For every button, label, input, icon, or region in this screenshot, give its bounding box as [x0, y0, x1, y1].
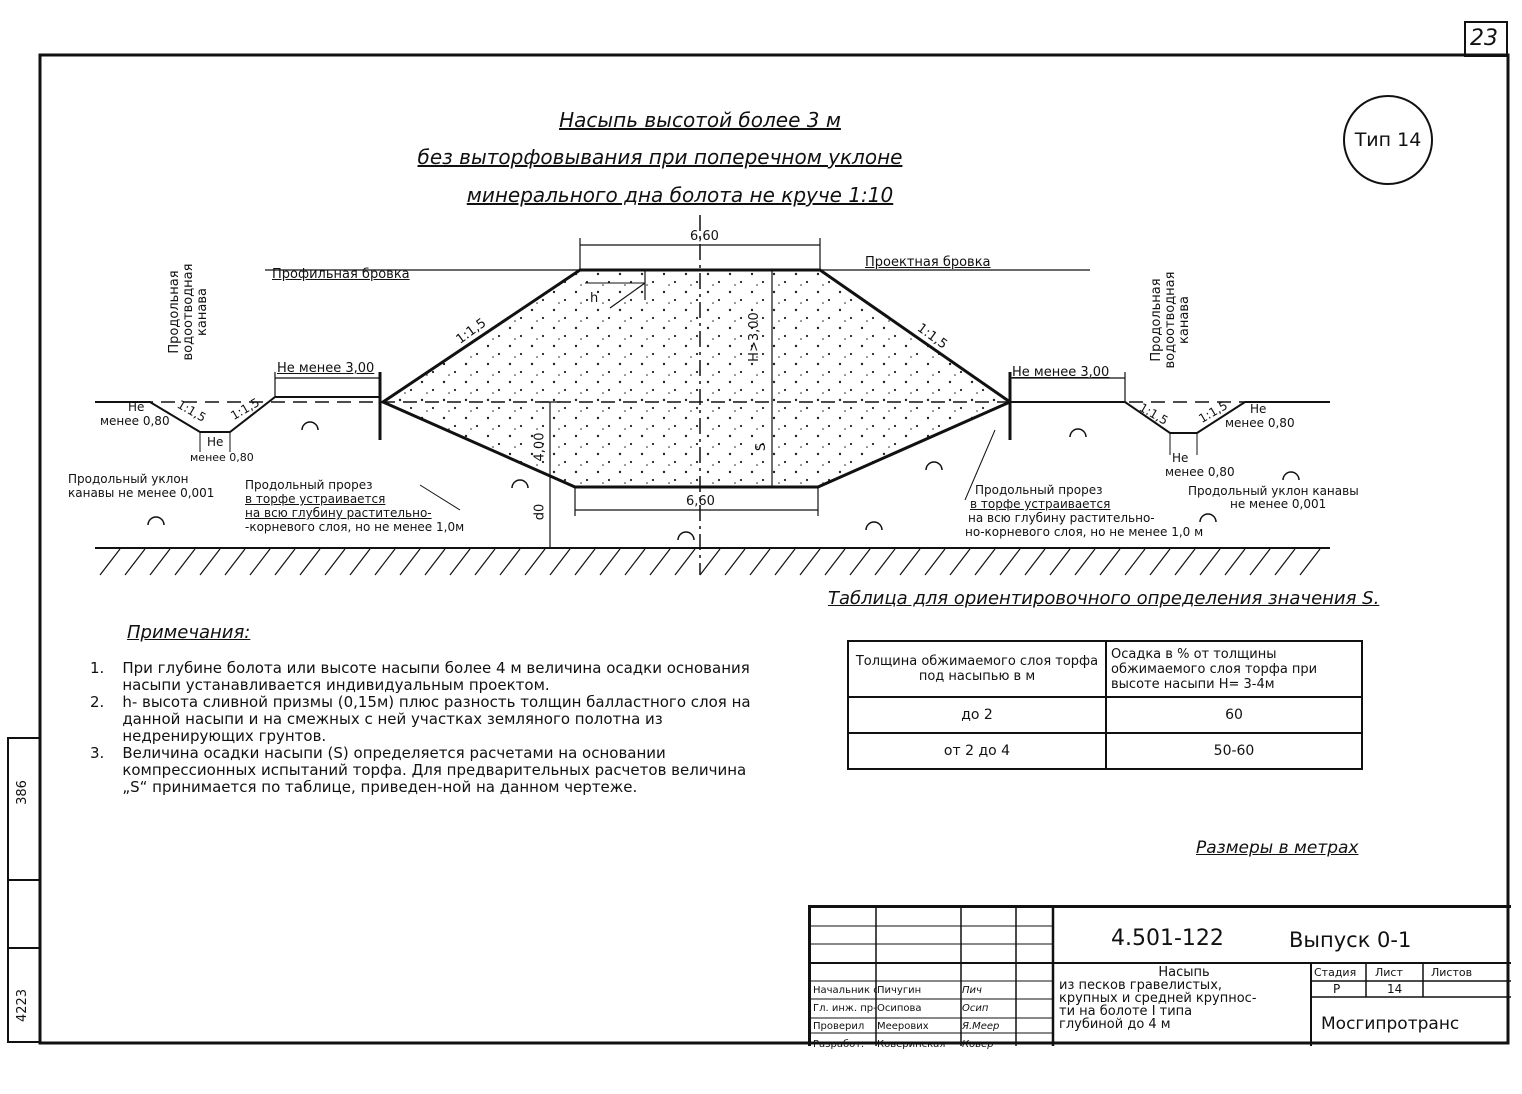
- cut-right-2: в торфе устраивается: [970, 497, 1111, 511]
- cut-right-3: на всю глубину растительно-: [968, 511, 1155, 525]
- type-badge: Тип 14: [1343, 95, 1433, 185]
- note-number: 1.: [90, 659, 105, 677]
- staff-role: Проверил: [813, 1021, 865, 1032]
- s-table: Толщина обжимаемого слоя торфа под насып…: [847, 640, 1363, 770]
- cut-left-1: Продольный прорез: [245, 478, 373, 492]
- slope-left-text-1: Продольный уклон: [68, 472, 189, 486]
- staff-role: Гл. инж. пр-та: [813, 1003, 877, 1014]
- dim-left-depth: 4,00: [532, 432, 548, 462]
- sheets-header: Листов: [1431, 966, 1473, 979]
- note-number: 2.: [90, 693, 105, 711]
- title-line-1: Насыпь высотой более 3 м: [559, 108, 841, 132]
- doc-issue: Выпуск 0-1: [1289, 928, 1412, 952]
- cut-right-4: но-корневого слоя, но не менее 1,0 м: [965, 525, 1204, 539]
- doc-name-line: глубиной до 4 м: [1059, 1017, 1171, 1032]
- staff-list: Начальник отдела Пичугин Пич Гл. инж. пр…: [813, 982, 1053, 1054]
- staff-name: Коверинская: [877, 1039, 946, 1050]
- ditch-left-depth-1: Не: [128, 400, 145, 414]
- note-text: h- высота сливной призмы (0,15м) плюс ра…: [122, 693, 751, 745]
- staff-row: Гл. инж. пр-та Осипова Осип: [813, 1000, 1053, 1018]
- staff-name: Осипова: [877, 1003, 922, 1014]
- embankment-body: [379, 268, 1014, 489]
- doc-name-line: Насыпь: [1158, 965, 1210, 980]
- staff-signature: Осип: [962, 1003, 989, 1014]
- table-cell: 60: [1105, 696, 1363, 734]
- design-edge-label: Проектная бровка: [865, 255, 991, 270]
- doc-name-line: ти на болоте I типа: [1059, 1004, 1193, 1019]
- s-table-caption: Таблица для ориентировочного определения…: [828, 588, 1380, 609]
- ditch-right-bottom-1: Не: [1172, 451, 1189, 465]
- dim-h-small: h: [590, 291, 599, 306]
- cut-right-1: Продольный прорез: [975, 483, 1103, 497]
- staff-signature: Я.Меер: [962, 1021, 1000, 1032]
- profile-edge-label: Профильная бровка: [272, 267, 410, 282]
- doc-name: Насыпь из песков гравелистых, крупных и …: [1059, 966, 1309, 1031]
- dim-bottom-width: 6,60: [686, 494, 715, 509]
- staff-row: Проверил Мееровиx Я.Меер: [813, 1018, 1053, 1036]
- doc-name-line: из песков гравелистых,: [1059, 978, 1223, 993]
- ditch-left-label: Продольная водоотводная канава: [167, 263, 210, 361]
- staff-role: Разработ.: [813, 1039, 865, 1050]
- title-line-2: без выторфовывания при поперечном уклоне: [417, 145, 903, 169]
- table-header-cell: Толщина обжимаемого слоя торфа под насып…: [847, 640, 1107, 698]
- table-cell: от 2 до 4: [847, 732, 1107, 770]
- note-text: Величина осадки насыпи (S) определяется …: [122, 744, 747, 796]
- staff-signature: Ковер: [962, 1039, 994, 1050]
- dim-height: H>3,00: [746, 312, 762, 362]
- staff-name: Пичугин: [877, 985, 922, 996]
- table-header-cell: Осадка в % от толщины обжимаемого слоя т…: [1105, 640, 1363, 698]
- staff-row: Начальник отдела Пичугин Пич: [813, 982, 1053, 1000]
- staff-signature: Пич: [962, 985, 982, 996]
- cut-left-4: -корневого слоя, но не менее 1,0м: [245, 520, 465, 534]
- ditch-right-depth-1: Не: [1250, 402, 1267, 416]
- staff-role: Начальник отдела: [813, 985, 877, 996]
- ditch-left-bottom-1: Не: [207, 435, 224, 449]
- left-berm-dim: Не менее 3,00: [277, 361, 375, 376]
- table-row: до 2 60: [847, 696, 1363, 734]
- stage-value: Р: [1333, 982, 1341, 996]
- sheet-header: Лист: [1375, 966, 1403, 979]
- dim-d0: d0: [532, 503, 548, 521]
- note-item: 1. При глубине болота или высоте насыпи …: [90, 660, 760, 694]
- table-row: Толщина обжимаемого слоя торфа под насып…: [847, 640, 1363, 698]
- slope-left-text-2: канавы не менее 0,001: [68, 486, 215, 500]
- table-cell: 50-60: [1105, 732, 1363, 770]
- organization: Мосгипротранс: [1321, 1014, 1460, 1034]
- notes-list: 1. При глубине болота или высоте насыпи …: [90, 660, 760, 796]
- ditch-right-label: Продольная водоотводная канава: [1149, 271, 1192, 369]
- ditch-left-depth-2: менее 0,80: [100, 414, 170, 428]
- sheet-value: 14: [1387, 982, 1403, 996]
- cut-left-2: в торфе устраивается: [245, 492, 386, 506]
- cut-left-3: на всю глубину растительно-: [245, 506, 432, 520]
- slope-right-text-1: Продольный уклон канавы: [1188, 484, 1359, 498]
- note-number: 3.: [90, 744, 105, 762]
- title-line-3: минерального дна болота не круче 1:10: [466, 183, 894, 207]
- table-row: от 2 до 4 50-60: [847, 732, 1363, 770]
- title-block: 4.501-122 Выпуск 0-1 Насыпь из песков гр…: [808, 905, 1511, 1050]
- dim-top-width: 6,60: [690, 229, 719, 244]
- slope-right-text-2: не менее 0,001: [1230, 497, 1327, 511]
- staff-row: Разработ. Коверинская Ковер: [813, 1036, 1053, 1054]
- ditch-right-depth-2: менее 0,80: [1225, 416, 1295, 430]
- ditch-left-bottom-2: менее 0,80: [190, 451, 254, 464]
- table-cell: до 2: [847, 696, 1107, 734]
- stage-header: Стадия: [1314, 966, 1357, 979]
- type-badge-label: Тип 14: [1354, 129, 1422, 151]
- page-number: 23: [1470, 26, 1498, 51]
- staff-name: Мееровиx: [877, 1021, 929, 1032]
- note-item: 2. h- высота сливной призмы (0,15м) плюс…: [90, 694, 760, 745]
- dim-s: S: [754, 442, 770, 452]
- units-note: Размеры в метрах: [1196, 838, 1359, 858]
- notes-heading: Примечания:: [127, 622, 251, 643]
- right-berm-dim: Не менее 3,00: [1012, 365, 1110, 380]
- title-block-grid: [811, 908, 1511, 1046]
- note-item: 3. Величина осадки насыпи (S) определяет…: [90, 745, 760, 796]
- doc-name-line: крупных и средней крупнос-: [1059, 991, 1257, 1006]
- note-text: При глубине болота или высоте насыпи бол…: [122, 659, 750, 694]
- doc-code: 4.501-122: [1111, 926, 1224, 951]
- ditch-right-bottom-2: менее 0,80: [1165, 465, 1235, 479]
